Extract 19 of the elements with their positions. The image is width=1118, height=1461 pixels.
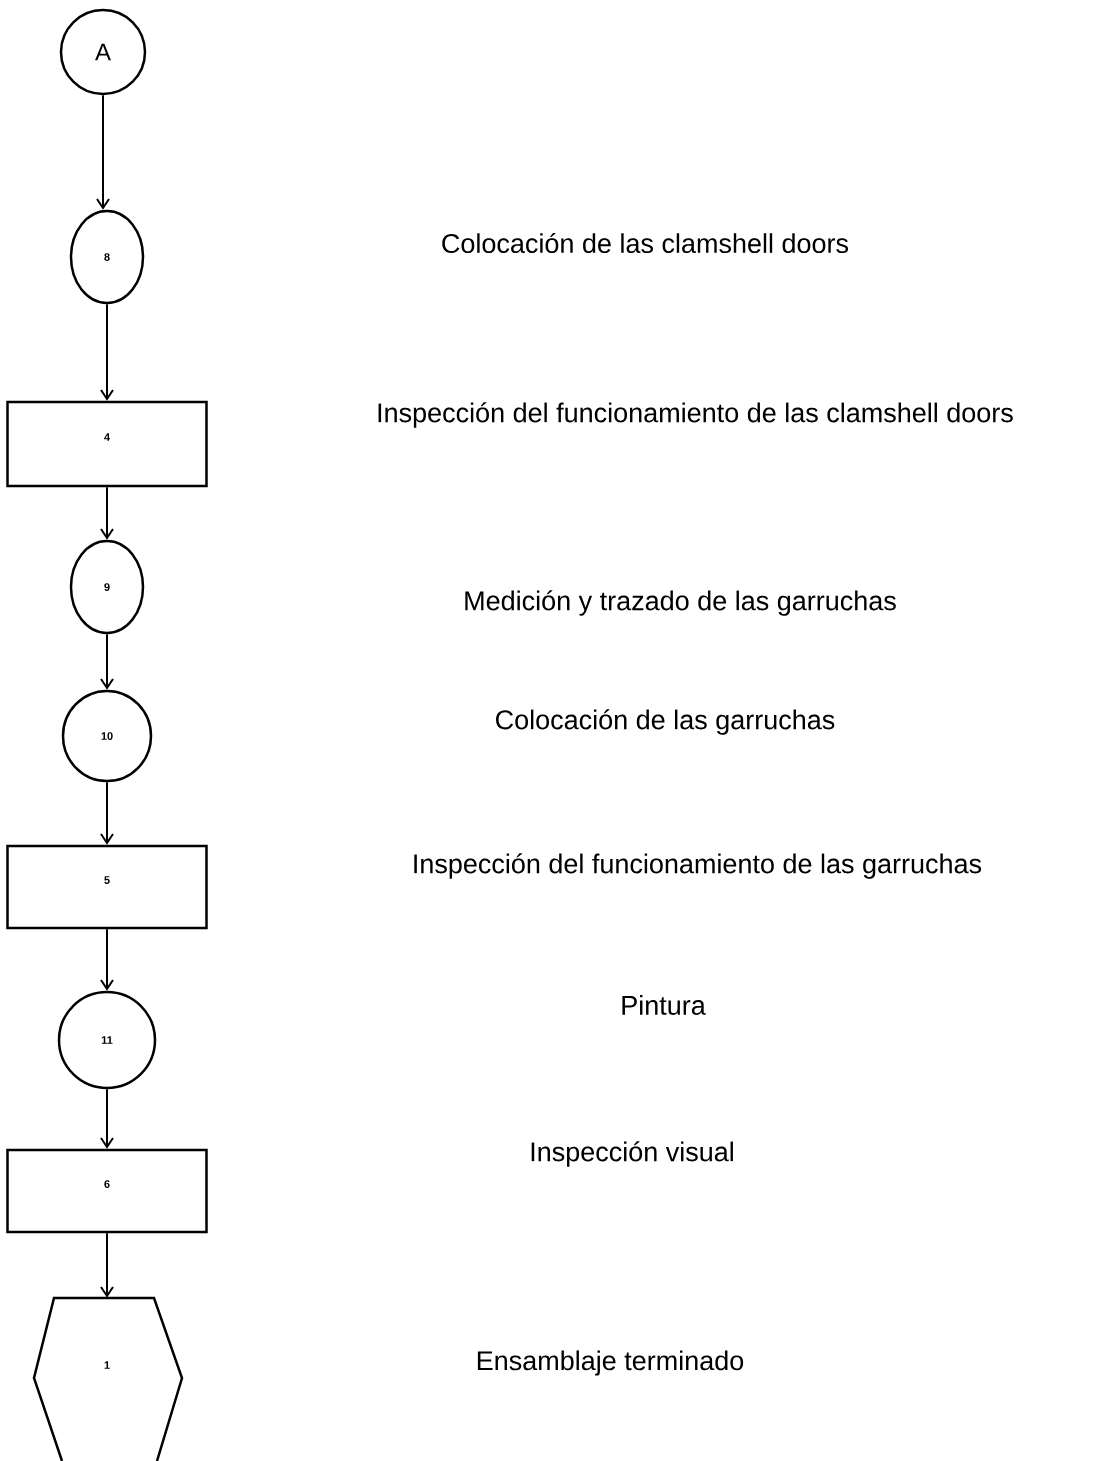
arrow — [100, 633, 114, 690]
arrow — [100, 486, 114, 540]
step-description: Colocación de las garruchas — [496, 709, 835, 735]
step-description: Medición y trazado de las garruchas — [465, 590, 896, 616]
arrow — [100, 1232, 114, 1298]
step-description: Inspección visual — [531, 1141, 733, 1167]
arrow — [96, 94, 110, 210]
arrow — [100, 781, 114, 845]
inspection-box: 6 — [6, 1148, 208, 1234]
step-description: Inspección del funcionamiento de las garruchas — [414, 853, 982, 879]
step-description: Colocación de las clamshell doors — [442, 232, 849, 254]
inspection-box: 5 — [6, 844, 208, 930]
arrow — [100, 303, 114, 401]
step-description: Pintura — [622, 995, 706, 1015]
arrow — [100, 928, 114, 991]
step-description: Inspección del funcionamiento de las clamshell doors — [378, 402, 1013, 428]
arrow — [100, 1088, 114, 1149]
step-description: Ensamblaje terminado — [477, 1350, 744, 1376]
inspection-box: 4 — [6, 400, 208, 488]
